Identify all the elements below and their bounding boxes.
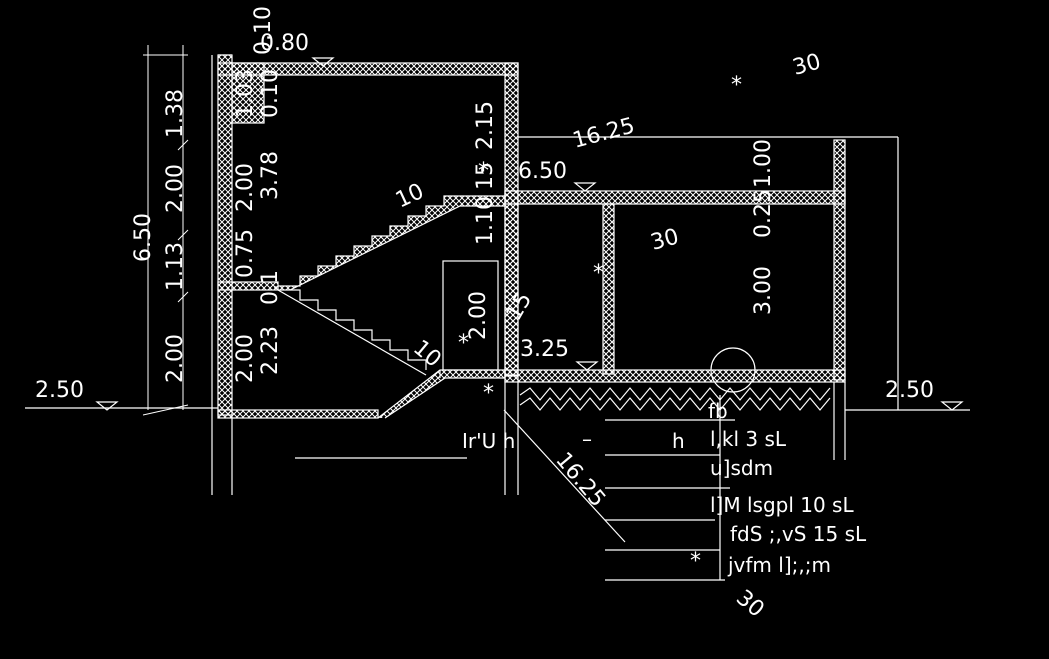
note-title-right: h	[672, 429, 685, 453]
dim-inner-g: 2.23	[258, 326, 283, 375]
note-line-5: fdS ;,vS 15 sL	[730, 522, 867, 546]
level-roof-right: 6.50	[518, 159, 567, 184]
dim-inner-a: 1.03	[233, 69, 258, 118]
dim-side-b: 0.25	[751, 189, 776, 238]
dim-inner-d: 2.00	[233, 163, 258, 212]
dim-outer-4: 2.00	[163, 334, 188, 383]
note-dash: –	[582, 427, 592, 451]
dim-inner-e: 0.75	[233, 229, 258, 278]
note-title-left: Ir'U h	[462, 429, 515, 453]
dim-inner-b: 0.10	[258, 69, 283, 118]
dim-inner-h: 0.10	[251, 6, 276, 55]
note-line-6: jvfm l];,;m	[727, 553, 831, 577]
note-line-2: l,kl 3 sL	[710, 427, 787, 451]
angle-1: 30	[790, 49, 824, 80]
dim-side-a: 1.00	[751, 139, 776, 188]
right-structure	[504, 136, 899, 460]
angle-3: 30	[731, 585, 769, 622]
dim-outer-total: 6.50	[131, 213, 156, 262]
level-floor-right: 3.25	[520, 337, 569, 362]
star-marker-4: *	[458, 331, 469, 356]
level-markers	[95, 57, 964, 411]
dim-slope-label: 16.25	[570, 113, 637, 153]
level-top: 0.80	[260, 31, 309, 56]
note-line-3: u]sdm	[710, 456, 773, 480]
star-marker-5: *	[483, 381, 494, 406]
dimension-lines-left	[142, 45, 189, 416]
star-marker-6: *	[690, 549, 701, 574]
dim-outer-2: 2.00	[163, 164, 188, 213]
ground-lines	[25, 395, 970, 581]
level-right-ground: 2.50	[885, 378, 934, 403]
level-left-ground: 2.50	[35, 378, 84, 403]
dim-inner-c: 3.78	[258, 151, 283, 200]
dim-door: 1.10	[473, 196, 498, 245]
dim-inner-i: 0.1	[258, 270, 283, 305]
dim-outer-3: 1.13	[163, 242, 188, 291]
door	[442, 260, 499, 371]
star-marker-3: *	[593, 261, 604, 286]
dim-door-height: 2.00	[466, 291, 491, 340]
dim-shaft-small: 15	[473, 162, 498, 190]
dim-shaft: 2.15	[473, 101, 498, 150]
stair-flight-lower: 10	[408, 335, 446, 372]
leader-slope: 16.25	[550, 448, 610, 512]
dim-inner-f: 2.00	[233, 334, 258, 383]
note-line-1: fb	[708, 399, 728, 423]
angle-2: 30	[648, 224, 682, 255]
note-line-4: l]M lsgpl 10 sL	[710, 493, 854, 517]
dim-outer-1: 1.38	[163, 89, 188, 138]
star-marker-2: *	[478, 159, 489, 184]
stair-flight-upper: 10	[392, 179, 428, 213]
star-marker-1: *	[731, 73, 742, 98]
labels: 0.80 2.50 2.50 6.50 3.25 6.50 1.38 2.00 …	[35, 6, 934, 623]
dim-side-c: 3.00	[751, 266, 776, 315]
